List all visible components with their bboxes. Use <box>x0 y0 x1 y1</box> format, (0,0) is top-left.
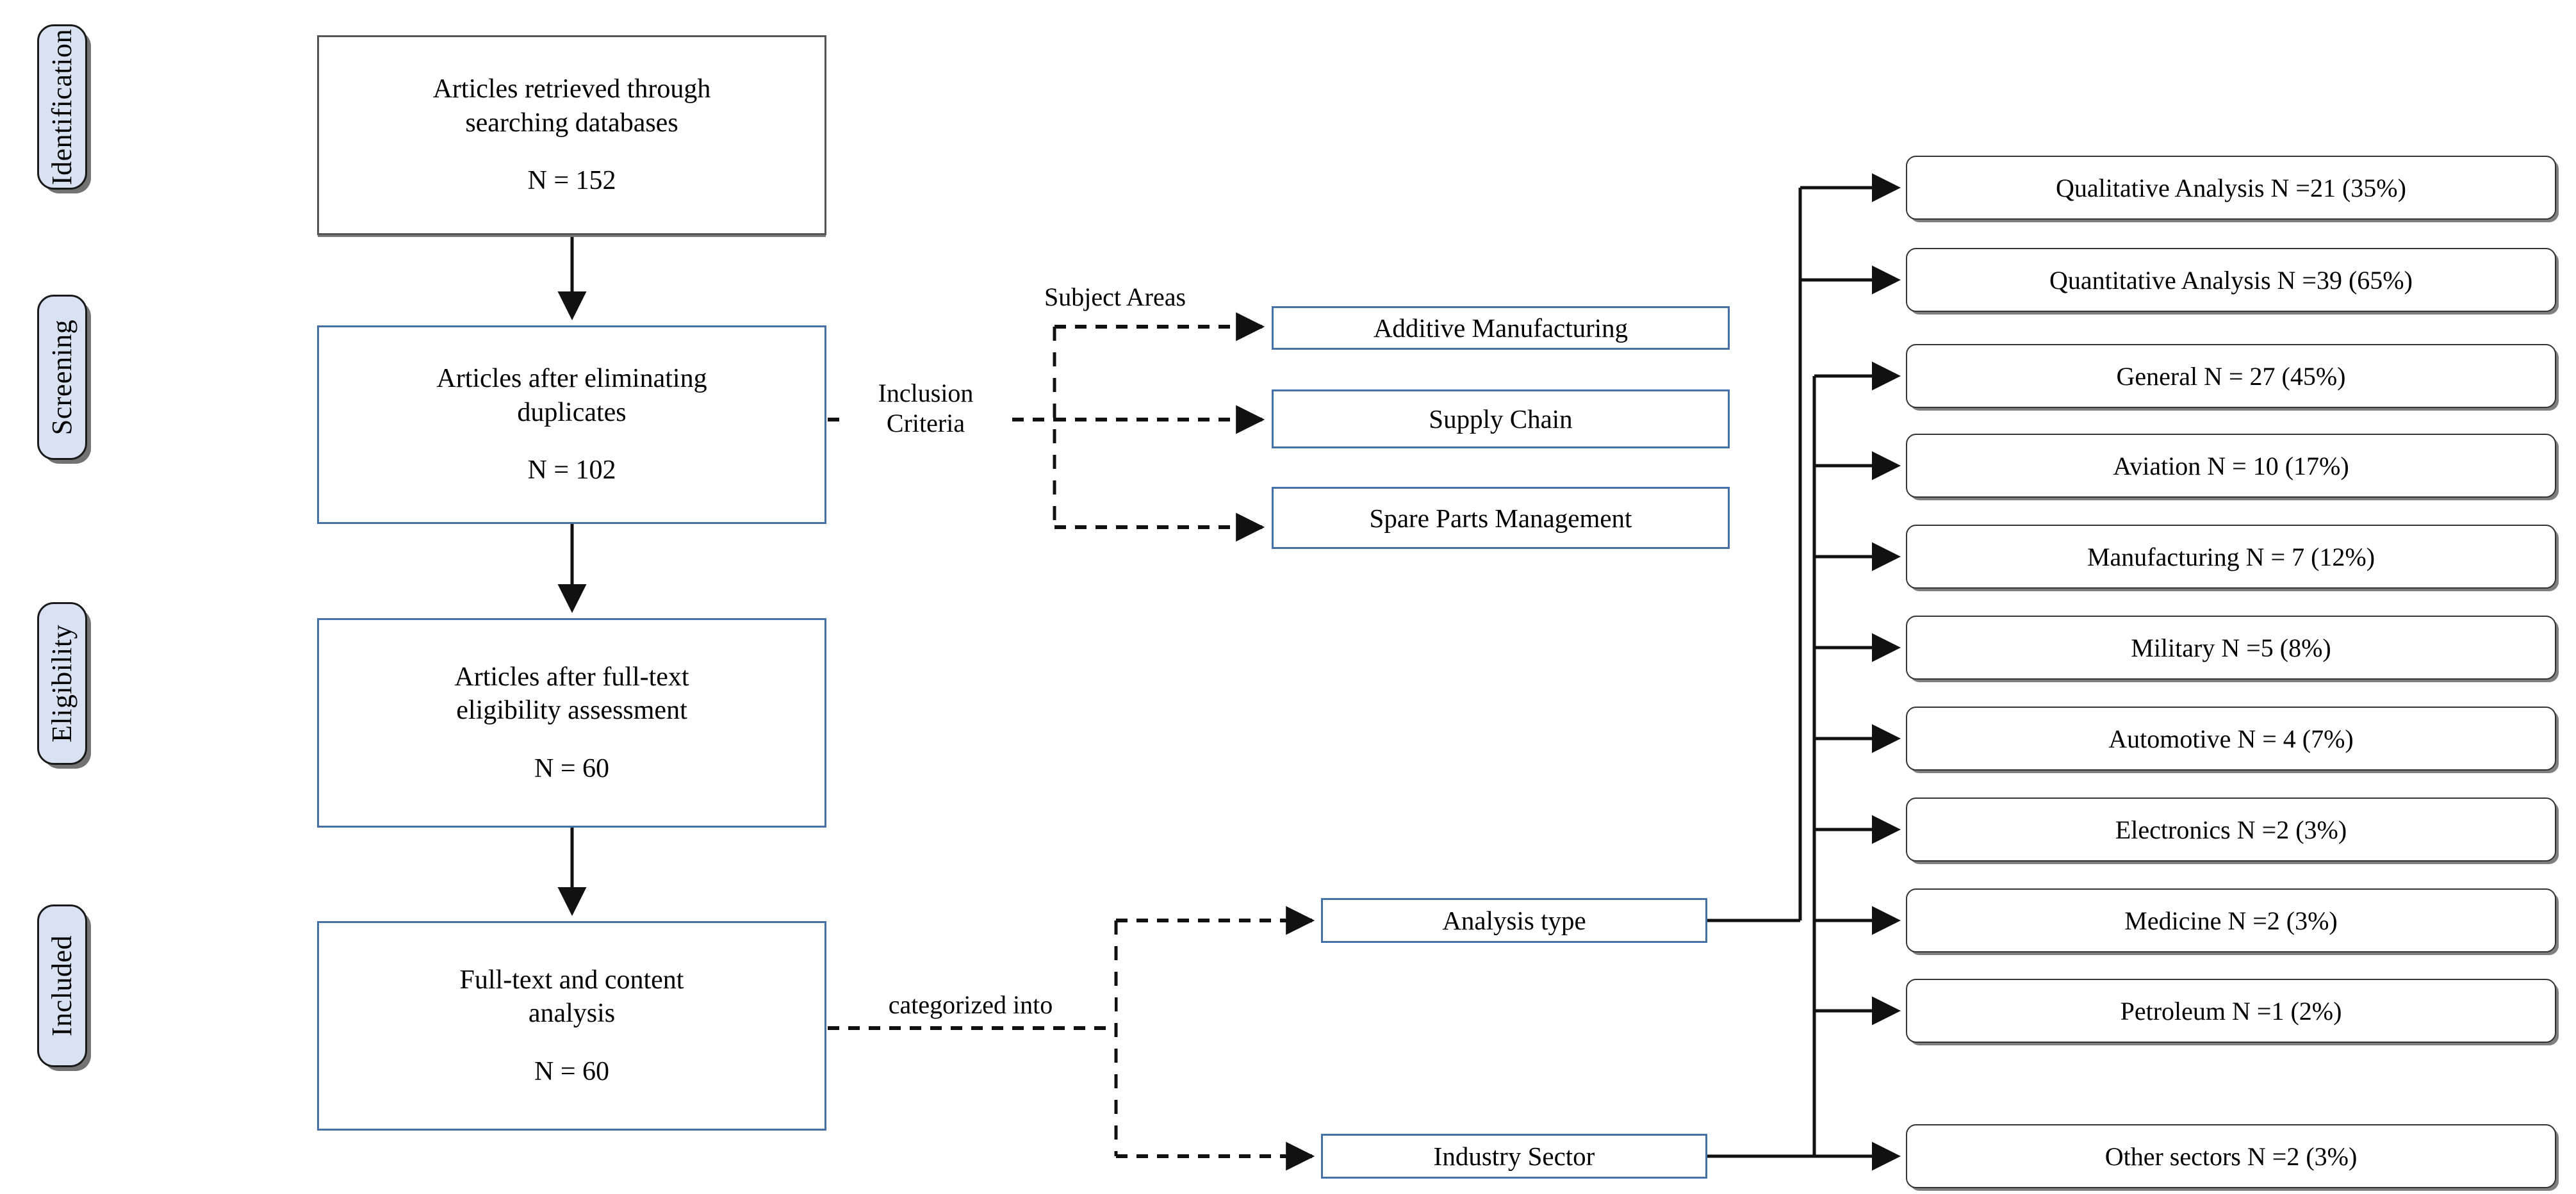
stage-label-screening: Screening <box>37 295 87 460</box>
outcome-box-general: General N = 27 (45%) <box>1906 344 2556 408</box>
flow-box-line2: duplicates <box>517 397 627 427</box>
outcome-box-military: Military N =5 (8%) <box>1906 616 2556 680</box>
subject-area-box-spare-parts-management: Spare Parts Management <box>1272 487 1730 549</box>
flow-box-identification: Articles retrieved through searching dat… <box>317 35 826 235</box>
outcome-label: Medicine N =2 (3%) <box>2124 906 2338 935</box>
stage-label-included: Included <box>37 904 87 1067</box>
outcome-label: General N = 27 (45%) <box>2116 361 2346 391</box>
subject-area-label: Spare Parts Management <box>1369 503 1632 533</box>
flow-box-line2: eligibility assessment <box>456 696 687 726</box>
outcome-box-aviation: Aviation N = 10 (17%) <box>1906 434 2556 498</box>
inclusion-criteria-label: Inclusion Criteria <box>839 378 1012 439</box>
outcome-box-automotive: Automotive N = 4 (7%) <box>1906 707 2556 771</box>
subject-area-label: Additive Manufacturing <box>1373 313 1628 343</box>
outcome-label: Manufacturing N = 7 (12%) <box>2087 542 2375 571</box>
flow-box-count: N = 152 <box>527 166 616 196</box>
flow-box-eligibility: Articles after full-text eligibility ass… <box>317 618 826 828</box>
outcome-label: Automotive N = 4 (7%) <box>2108 724 2354 753</box>
outcome-box-other-sectors: Other sectors N =2 (3%) <box>1906 1124 2556 1188</box>
flow-box-line1: Articles after full-text <box>454 662 689 692</box>
outcome-box-quantitative-analysis: Quantitative Analysis N =39 (65%) <box>1906 248 2556 312</box>
category-label: Analysis type <box>1442 906 1586 935</box>
category-box-analysis-type: Analysis type <box>1321 898 1707 943</box>
flow-box-line2: searching databases <box>465 108 678 138</box>
subject-area-label: Supply Chain <box>1429 404 1573 434</box>
outcome-box-manufacturing: Manufacturing N = 7 (12%) <box>1906 525 2556 589</box>
outcome-label: Qualitative Analysis N =21 (35%) <box>2056 173 2406 202</box>
stage-label-text: Identification <box>46 28 78 186</box>
subject-area-box-additive-manufacturing: Additive Manufacturing <box>1272 306 1730 350</box>
flow-box-line1: Articles retrieved through <box>432 74 711 104</box>
outcome-box-electronics: Electronics N =2 (3%) <box>1906 797 2556 862</box>
outcome-label: Electronics N =2 (3%) <box>2115 815 2347 844</box>
categorized-into-label: categorized into <box>826 990 1115 1020</box>
flow-box-screening: Articles after eliminating duplicates N … <box>317 325 826 524</box>
stage-label-eligibility: Eligibility <box>37 602 87 765</box>
category-label: Industry Sector <box>1433 1141 1595 1171</box>
outcome-label: Petroleum N =1 (2%) <box>2120 996 2342 1026</box>
flow-box-count: N = 102 <box>527 455 616 486</box>
outcome-label: Other sectors N =2 (3%) <box>2104 1141 2358 1171</box>
category-box-industry-sector: Industry Sector <box>1321 1134 1707 1179</box>
flow-box-included: Full-text and content analysis N = 60 <box>317 921 826 1131</box>
stage-label-text: Included <box>46 935 78 1036</box>
subject-areas-label: Subject Areas <box>1044 282 1275 313</box>
flow-box-line2: analysis <box>528 999 616 1029</box>
outcome-box-medicine: Medicine N =2 (3%) <box>1906 888 2556 953</box>
flow-box-line1: Full-text and content <box>459 965 684 995</box>
outcome-box-qualitative-analysis: Qualitative Analysis N =21 (35%) <box>1906 156 2556 220</box>
outcome-label: Military N =5 (8%) <box>2131 633 2331 662</box>
flow-box-count: N = 60 <box>534 1056 610 1086</box>
subject-area-box-supply-chain: Supply Chain <box>1272 389 1730 448</box>
stage-label-identification: Identification <box>37 24 87 190</box>
flow-box-count: N = 60 <box>534 753 610 783</box>
stage-label-text: Screening <box>46 319 78 436</box>
flow-box-line1: Articles after eliminating <box>436 364 707 394</box>
outcome-label: Quantitative Analysis N =39 (65%) <box>2049 265 2413 295</box>
outcome-label: Aviation N = 10 (17%) <box>2113 451 2349 480</box>
stage-label-text: Eligibility <box>46 625 78 742</box>
outcome-box-petroleum: Petroleum N =1 (2%) <box>1906 979 2556 1043</box>
